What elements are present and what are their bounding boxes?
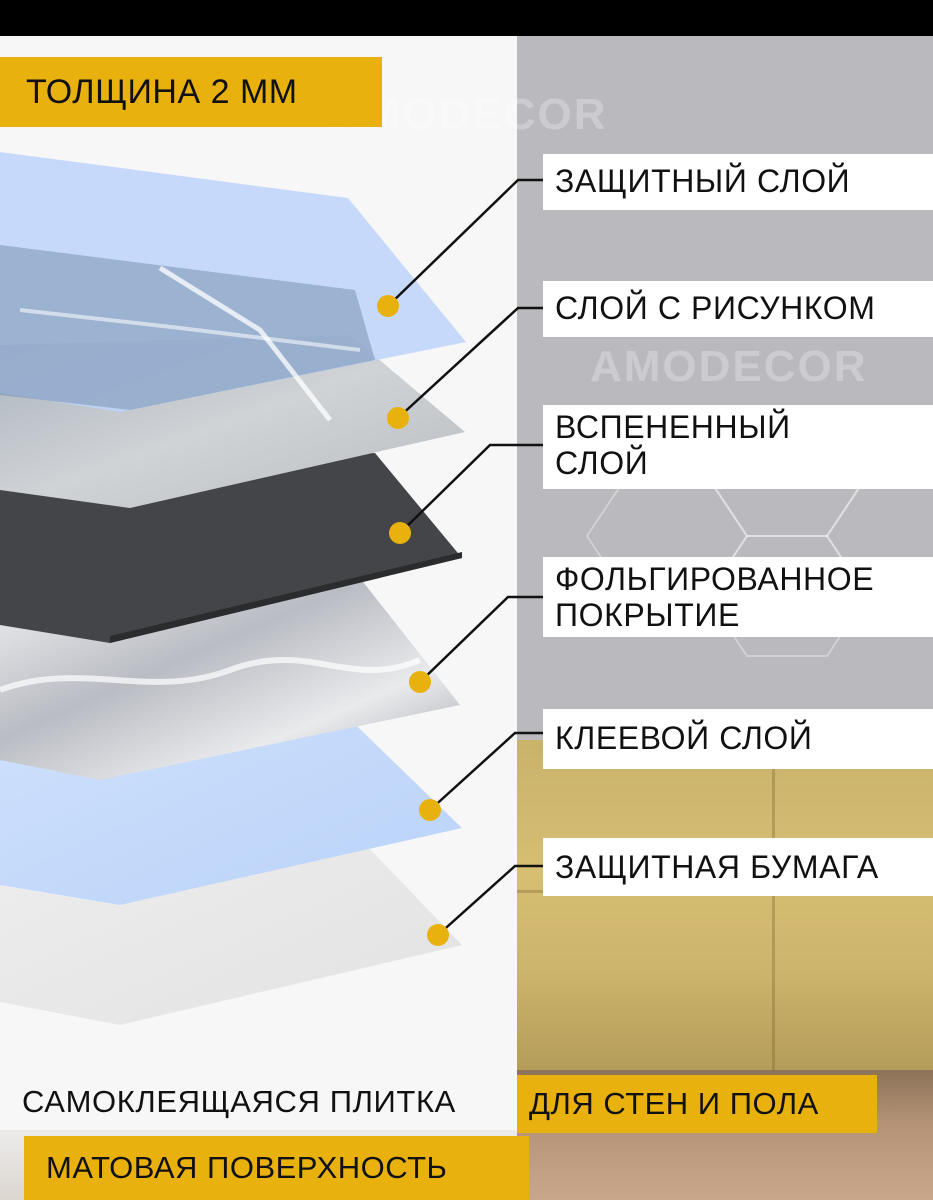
- layer-label-foil: ФОЛЬГИРОВАННОЕ ПОКРЫТИЕ: [543, 557, 933, 637]
- top-bar: [0, 0, 933, 36]
- layer-label-protective: ЗАЩИТНЫЙ СЛОЙ: [543, 154, 933, 210]
- layer-label-paper: ЗАЩИТНАЯ БУМАГА: [543, 838, 933, 896]
- footer-badge-matte: МАТОВАЯ ПОВЕРХНОСТЬ: [24, 1136, 529, 1200]
- footer-badge-walls-floor: ДЛЯ СТЕН И ПОЛА: [517, 1075, 877, 1133]
- footer-text-tile: САМОКЛЕЯЩАЯСЯ ПЛИТКА: [22, 1084, 456, 1119]
- sofa-photo: [517, 740, 933, 1070]
- thickness-badge: ТОЛЩИНА 2 ММ: [0, 57, 382, 127]
- layer-label-pattern: СЛОЙ С РИСУНКОМ: [543, 281, 933, 337]
- foam-layer-edge: [110, 552, 462, 643]
- pointer-dots: [377, 295, 449, 946]
- layer-label-foam: ВСПЕНЕННЫЙ СЛОЙ: [543, 405, 933, 489]
- watermark: AMODECOR: [590, 342, 868, 391]
- layer-label-adhesive: КЛЕЕВОЙ СЛОЙ: [543, 709, 933, 769]
- leader-lines: [387, 178, 545, 936]
